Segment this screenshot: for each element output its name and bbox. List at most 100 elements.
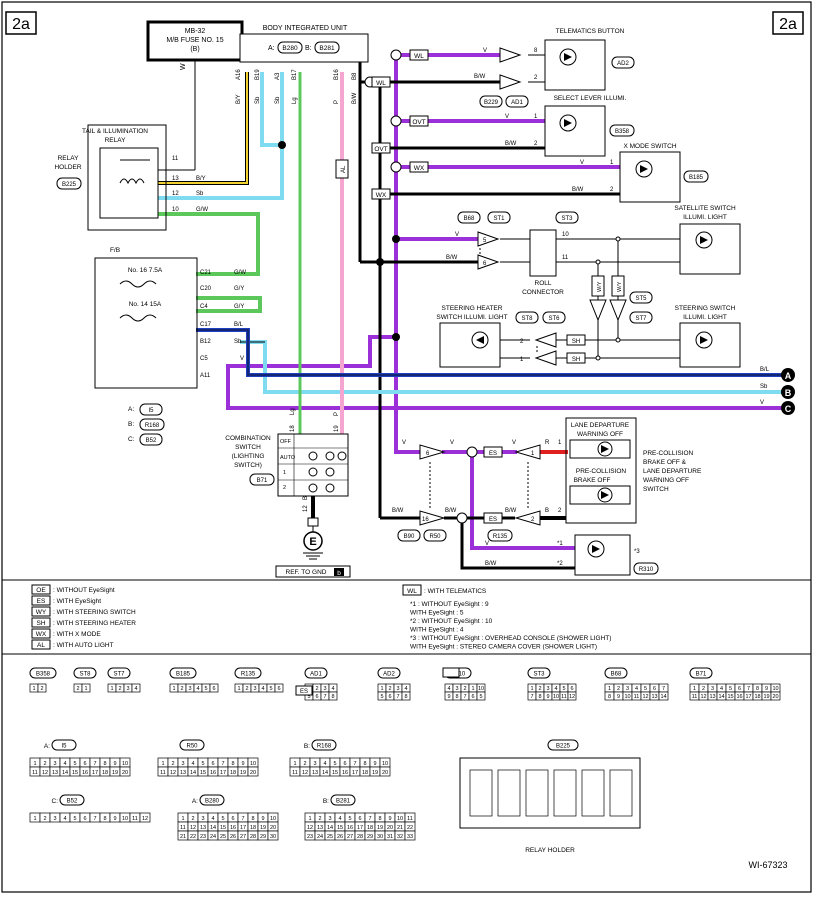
- roll-label-2: CONNECTOR: [522, 289, 564, 296]
- connector-name: R168: [317, 744, 332, 750]
- r50-oval: [423, 529, 447, 542]
- connector-pin: 8: [538, 694, 541, 700]
- st3-tag: ST3: [561, 216, 573, 222]
- junction-sb: [278, 141, 286, 149]
- sh-tag-box-1: [566, 334, 586, 346]
- r135-conn-1: [514, 444, 541, 460]
- b225-oval-small: [547, 739, 579, 751]
- fb-wire-3: G/Y: [234, 304, 244, 310]
- connector-pin: 5: [221, 816, 224, 822]
- connector-pin: 1: [181, 816, 184, 822]
- connector-pin: 6: [212, 686, 215, 692]
- connector-pin: 7: [221, 761, 224, 767]
- biu-wire-2: Sb: [255, 96, 261, 104]
- wx-tag-box-2: [371, 188, 391, 200]
- connector-name-oval: [51, 739, 77, 751]
- connector-name-oval: [604, 667, 628, 679]
- connector-pin: 9: [241, 761, 244, 767]
- r310-wire-bw: B/W: [485, 561, 497, 567]
- es-tag-box-2: [483, 512, 503, 524]
- connector-pin: 4: [404, 686, 407, 692]
- fb-wire-4: B/L: [234, 322, 244, 328]
- connector-name: B52: [67, 799, 78, 805]
- connector-pin: 3: [126, 686, 129, 692]
- biu-wire-4: Lg: [292, 97, 298, 104]
- telematics-conn-1: [499, 47, 522, 63]
- connector-pin: 30: [377, 834, 383, 840]
- st1-conn-1: [477, 231, 500, 247]
- connector-pin: 3: [546, 686, 549, 692]
- connector-pin: 19: [260, 825, 266, 831]
- wire-by-outline: [158, 72, 249, 185]
- relay-pin-13: 13: [172, 176, 179, 182]
- connector-pin: 6: [83, 761, 86, 767]
- biu-title: BODY INTEGRATED UNIT: [263, 25, 348, 32]
- figure-id: WI-67323: [748, 860, 787, 870]
- al-tag: AL: [341, 165, 347, 173]
- connector-name: ST3: [533, 672, 545, 678]
- r135-conn-2: [514, 510, 541, 526]
- connector-pin: 23: [200, 834, 206, 840]
- connector-pin: 9: [388, 816, 391, 822]
- connector-pin: 30: [270, 834, 276, 840]
- r50-tag: R50: [429, 534, 441, 540]
- connector-pin: 14: [210, 825, 216, 831]
- fuse-line-3: (B): [190, 46, 199, 53]
- connector-pin: 5: [73, 816, 76, 822]
- connector-pin: 11: [32, 770, 38, 776]
- relay-title-1: TAIL & ILLUMINATION: [82, 128, 148, 135]
- connector-pin: 7: [93, 761, 96, 767]
- connector-pin: 8: [231, 761, 234, 767]
- biu-wire-5: P: [334, 100, 340, 104]
- connector-pin: 3: [188, 686, 191, 692]
- relay-slot: [497, 769, 521, 817]
- wire-bus-a-edge: [196, 329, 782, 376]
- st7-conn: [609, 299, 627, 322]
- i5-oval: [139, 403, 163, 416]
- ad1-oval: [505, 95, 529, 108]
- connector-pin: 19: [377, 825, 383, 831]
- connector-pin: 3: [53, 761, 56, 767]
- combo-box: [277, 433, 349, 497]
- connector-pin: 7: [747, 686, 750, 692]
- es-conn-1: [419, 444, 446, 460]
- connector-cell: [476, 691, 486, 701]
- connector-cell: [404, 830, 416, 841]
- roll-pin-11: 11: [562, 255, 569, 261]
- wire-gw: [158, 212, 260, 276]
- connector-pin: 4: [720, 686, 723, 692]
- ad2-conn: AD2: [617, 61, 629, 67]
- connector-pin: 13: [317, 825, 323, 831]
- fb-conn-c: B52: [146, 438, 157, 444]
- fb-title: F/B: [110, 247, 120, 254]
- sh-node-2: [615, 337, 621, 343]
- xmode-pin-2: 2: [610, 187, 614, 193]
- connector-pin: 29: [367, 834, 373, 840]
- connector-pin: 3: [181, 761, 184, 767]
- r135-wire-v: V: [512, 440, 516, 446]
- connector-name: AD2: [383, 672, 395, 678]
- connector-pin: 14: [660, 694, 666, 700]
- st6-tag: ST6: [548, 316, 560, 322]
- connector-pin: 6: [231, 816, 234, 822]
- connector-name: R135: [241, 672, 256, 678]
- legend-tag-box: [31, 628, 51, 639]
- ref-gnd-label: REF. TO GND: [286, 569, 327, 576]
- connector-cell: [131, 683, 141, 693]
- combo-title-2: SWITCH: [235, 444, 261, 451]
- connector-pin: 12: [302, 770, 308, 776]
- telematics-wire-bw: B/W: [474, 74, 486, 80]
- connector-pin: 8: [378, 816, 381, 822]
- es-pin-6: 6: [426, 451, 430, 457]
- sh-tag-box-2: [566, 352, 586, 364]
- connector-pin: 4: [191, 761, 194, 767]
- connector-pin: 3: [313, 761, 316, 767]
- connector-pin: 18: [754, 694, 760, 700]
- connector-pin: 16: [347, 825, 353, 831]
- connector-name: I5: [61, 744, 67, 750]
- junction-es-v: [466, 446, 478, 458]
- connector-pin: 1: [33, 761, 36, 767]
- fb-fuse14-label: No. 14 15A: [129, 301, 162, 308]
- b185-conn: B185: [689, 175, 704, 181]
